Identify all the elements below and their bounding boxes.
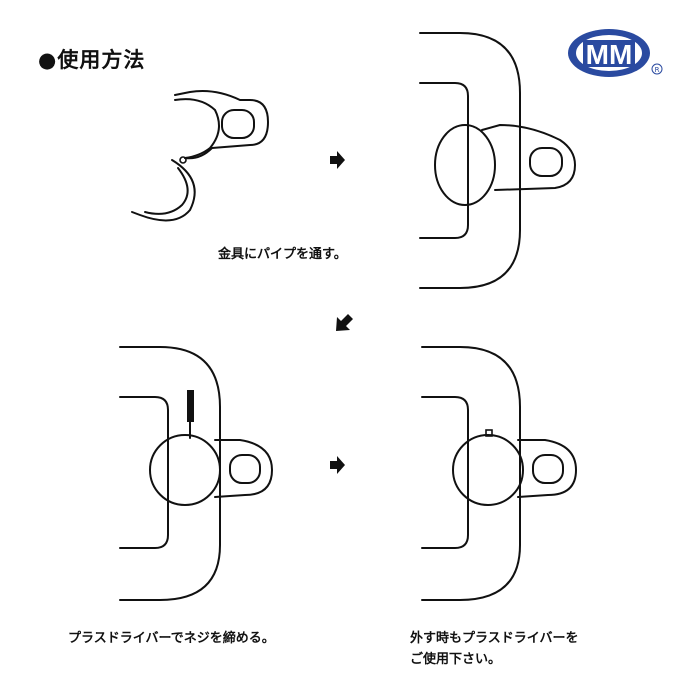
finished-drawing — [421, 346, 577, 601]
screwdriver-drawing — [119, 346, 273, 601]
down-left-arrow-icon — [336, 314, 353, 331]
right-arrow-icon — [330, 151, 345, 169]
step3-caption: プラスドライバーでネジを締める。 — [68, 631, 275, 646]
step1-caption: 金具にパイプを通す。 — [218, 247, 347, 262]
step4-caption-line1: 外す時もプラスドライバーを — [410, 631, 579, 646]
logo-text: MM — [586, 39, 633, 70]
page-title: ●使用方法 — [38, 48, 146, 72]
mm-logo: MM R — [568, 29, 663, 77]
open-hook-drawing — [131, 90, 269, 222]
right-arrow-icon — [330, 456, 345, 474]
registered-mark: R — [655, 66, 660, 74]
pipe-hook-drawing — [419, 32, 576, 289]
step4-caption-line2: ご使用下さい。 — [410, 652, 502, 667]
